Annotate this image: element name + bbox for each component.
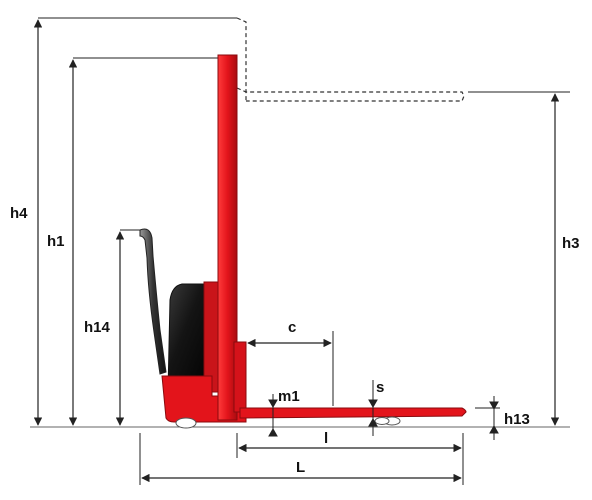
reference-lines [38, 17, 570, 485]
tiller-handle [139, 228, 167, 375]
dimension-arrows [33, 19, 560, 483]
label-h4: h4 [10, 205, 28, 222]
drive-wheel [175, 417, 197, 429]
label-h1: h1 [47, 233, 65, 250]
tick-markers [268, 380, 499, 440]
forks [239, 407, 467, 419]
fork-carriage [233, 341, 247, 413]
label-h13: h13 [504, 411, 530, 428]
label-s: s [376, 379, 384, 396]
label-m1: m1 [278, 388, 300, 405]
label-L: L [296, 459, 305, 476]
load-wheel-front [374, 417, 390, 425]
stacker-truck [139, 54, 467, 429]
label-l: l [324, 430, 328, 447]
label-c: c [288, 319, 296, 336]
label-h14: h14 [84, 319, 111, 336]
mast [217, 54, 238, 421]
label-h3: h3 [562, 235, 580, 252]
raised-position-outline [236, 17, 465, 102]
